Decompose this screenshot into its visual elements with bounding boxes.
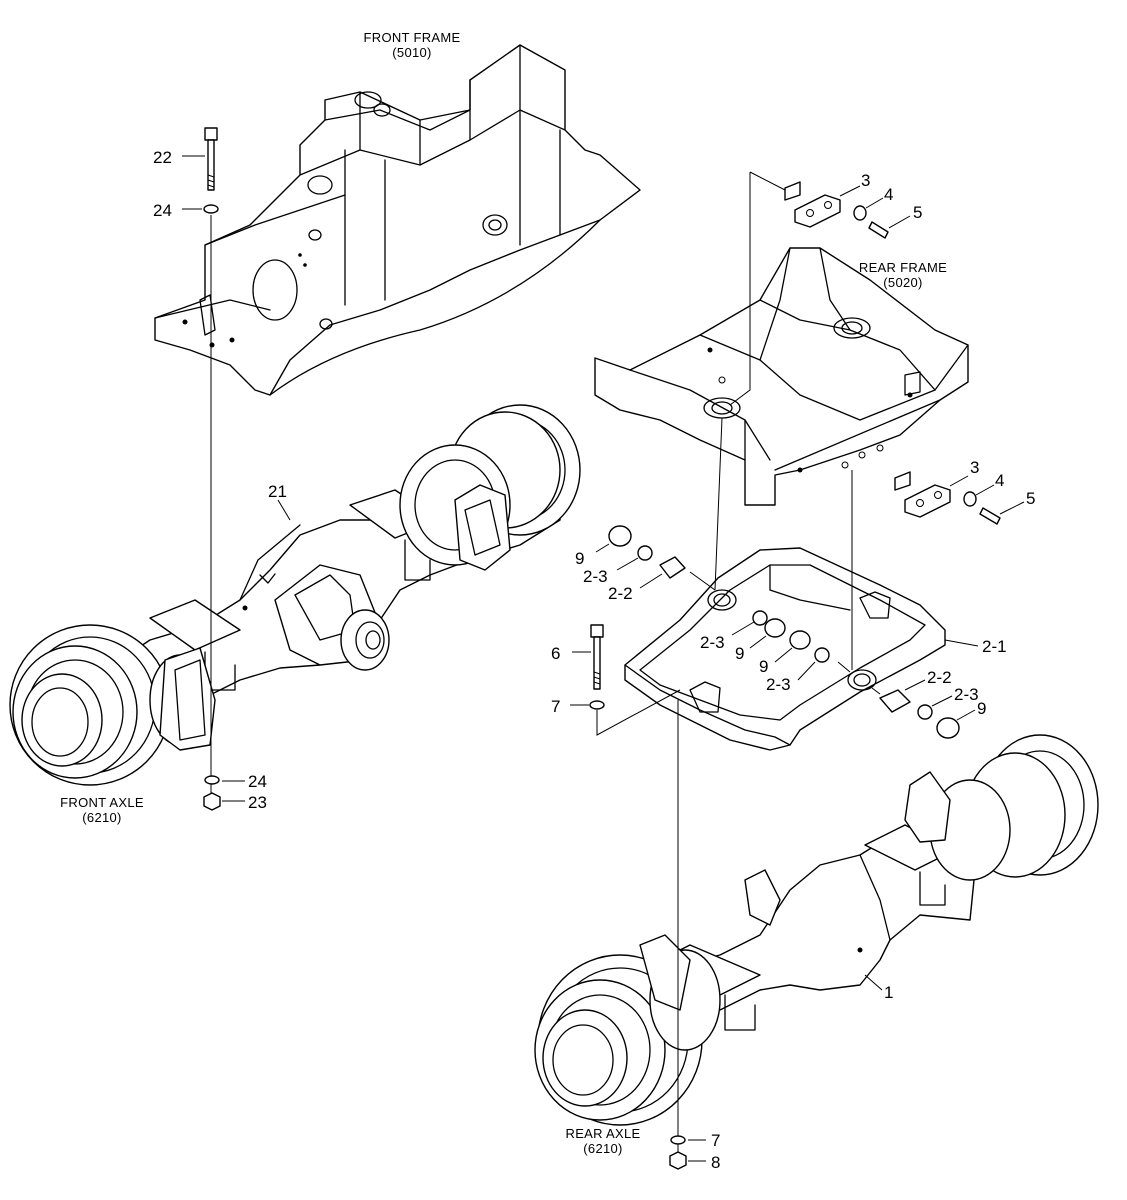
callout-5-top: 5 bbox=[913, 203, 922, 222]
callout-2-1: 2-1 bbox=[982, 637, 1007, 656]
front-axle-drawing bbox=[9, 404, 581, 786]
plate-3-top bbox=[794, 194, 841, 228]
leader-lines bbox=[182, 155, 1025, 1162]
front-frame-code: (5010) bbox=[392, 45, 431, 60]
ring-2-3-b bbox=[752, 610, 768, 626]
callout-9-d: 9 bbox=[977, 699, 986, 718]
callout-24-top: 24 bbox=[153, 201, 172, 220]
nut-8 bbox=[669, 1151, 687, 1170]
rear-axle-code: (6210) bbox=[583, 1141, 622, 1156]
nut-23 bbox=[203, 792, 221, 811]
bushing-2-2-b bbox=[879, 689, 911, 713]
rear-axle-drawing bbox=[534, 734, 1099, 1126]
callout-4-mid: 4 bbox=[995, 471, 1004, 490]
callout-9-a: 9 bbox=[575, 549, 584, 568]
callout-21: 21 bbox=[268, 482, 287, 501]
front-axle-code: (6210) bbox=[82, 810, 121, 825]
callout-22: 22 bbox=[153, 148, 172, 167]
rear-frame-code: (5020) bbox=[883, 275, 922, 290]
callout-24-bottom: 24 bbox=[248, 772, 267, 791]
callout-9-c: 9 bbox=[759, 657, 768, 676]
bushing-2-2-a bbox=[659, 556, 686, 579]
callout-2-3-b: 2-3 bbox=[700, 633, 725, 652]
rear-frame-name: REAR FRAME bbox=[859, 260, 947, 275]
callout-2-2-b: 2-2 bbox=[927, 668, 952, 687]
callout-9-b: 9 bbox=[735, 644, 744, 663]
bolt-5-top bbox=[868, 221, 889, 239]
front-frame-name: FRONT FRAME bbox=[364, 30, 461, 45]
pin-3-top bbox=[784, 181, 801, 201]
ring-2-3-a bbox=[637, 545, 653, 561]
washer-4-mid bbox=[963, 491, 977, 507]
shim-9-b bbox=[764, 618, 786, 638]
callout-7-bottom: 7 bbox=[711, 1131, 720, 1150]
pin-3-mid bbox=[894, 471, 911, 491]
callout-2-3-d: 2-3 bbox=[954, 685, 979, 704]
callout-7-top: 7 bbox=[551, 697, 560, 716]
shim-9-c bbox=[789, 630, 811, 650]
washer-7-bottom bbox=[670, 1135, 686, 1145]
assembly-lines bbox=[210, 171, 881, 1152]
bolt-22-head bbox=[204, 127, 218, 141]
callout-3-mid: 3 bbox=[970, 458, 979, 477]
shim-9-a bbox=[608, 525, 632, 547]
bolt-22-shank bbox=[207, 139, 215, 191]
bolt-5-mid bbox=[979, 507, 1001, 525]
rear-axle-name: REAR AXLE bbox=[566, 1126, 641, 1141]
callout-5-mid: 5 bbox=[1026, 489, 1035, 508]
callout-2-3-c: 2-3 bbox=[766, 675, 791, 694]
callout-2-3-a: 2-3 bbox=[583, 567, 608, 586]
callout-8: 8 bbox=[711, 1153, 720, 1172]
callout-4-top: 4 bbox=[884, 185, 893, 204]
callout-3-top: 3 bbox=[861, 171, 870, 190]
bolt-6-head bbox=[590, 624, 604, 638]
shim-9-d bbox=[936, 717, 960, 739]
washer-7-top bbox=[589, 700, 605, 710]
plate-3-mid bbox=[904, 484, 951, 518]
callout-6: 6 bbox=[551, 644, 560, 663]
callout-1: 1 bbox=[884, 983, 893, 1002]
front-frame-drawing bbox=[154, 44, 641, 396]
ring-2-3-d bbox=[917, 704, 933, 720]
callout-numbers: 22 24 21 24 23 3 4 5 3 4 5 9 2-3 2-2 2-3… bbox=[153, 148, 1035, 1172]
ring-2-3-c bbox=[814, 647, 830, 663]
fastener-parts bbox=[203, 127, 1001, 1170]
callout-2-2-a: 2-2 bbox=[608, 584, 633, 603]
washer-24-top bbox=[203, 204, 219, 214]
oscillating-cradle-drawing bbox=[624, 547, 946, 751]
bolt-6-shank bbox=[593, 636, 601, 690]
front-axle-name: FRONT AXLE bbox=[60, 795, 144, 810]
washer-4-top bbox=[853, 205, 867, 221]
washer-24-bottom bbox=[204, 775, 220, 785]
assembly-titles: FRONT FRAME (5010) REAR FRAME (5020) FRO… bbox=[60, 30, 947, 1156]
callout-23: 23 bbox=[248, 793, 267, 812]
